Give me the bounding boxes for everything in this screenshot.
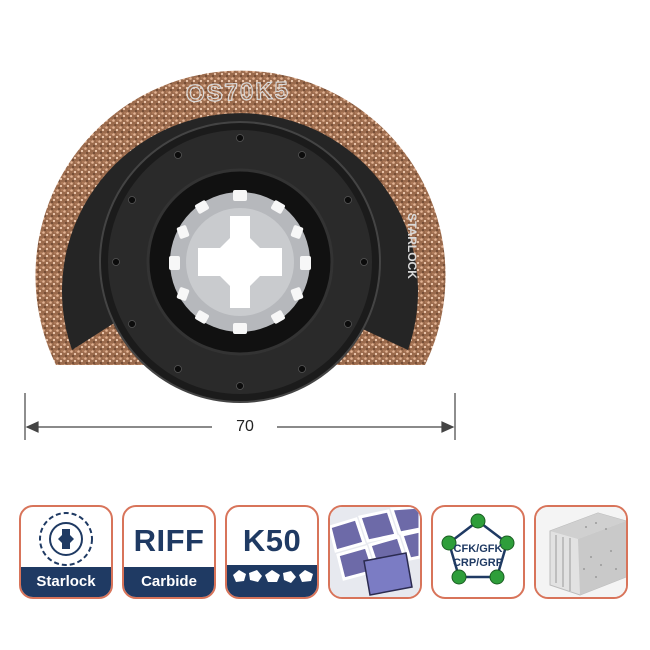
- badge-riff-title: RIFF: [133, 523, 205, 558]
- badge-materials: CFK/GFK CRP/GRP: [431, 505, 525, 599]
- cross-cutout: [198, 216, 282, 308]
- badge-starlock: Starlock: [19, 505, 113, 599]
- materials-line1: CFK/GFK: [453, 543, 503, 555]
- brand-label: STARLOCK: [405, 213, 419, 279]
- aerated-concrete-icon: [536, 507, 626, 597]
- badge-aerated-concrete: [534, 505, 628, 599]
- badge-k50: K50: [225, 505, 319, 599]
- tile-grout-icon: [330, 507, 420, 597]
- badge-k50-title: K50: [242, 523, 302, 558]
- dimension-value: 70: [236, 418, 254, 435]
- badge-tiles: [328, 505, 422, 599]
- molecule-icon: [441, 513, 515, 585]
- badge-starlock-label: Starlock: [21, 567, 111, 597]
- dimension-line: [24, 393, 456, 440]
- badge-riff-label: Carbide: [124, 567, 214, 597]
- rivet-ring: [112, 134, 368, 390]
- starlock-icon: [39, 512, 93, 566]
- grit-icon: [227, 565, 317, 597]
- materials-line2: CRP/GRP: [452, 557, 504, 569]
- badge-riff-carbide: RIFF Carbide: [122, 505, 216, 599]
- model-label: OS70K5: [186, 77, 291, 108]
- feature-badges: Starlock RIFF Carbide K50: [19, 505, 631, 603]
